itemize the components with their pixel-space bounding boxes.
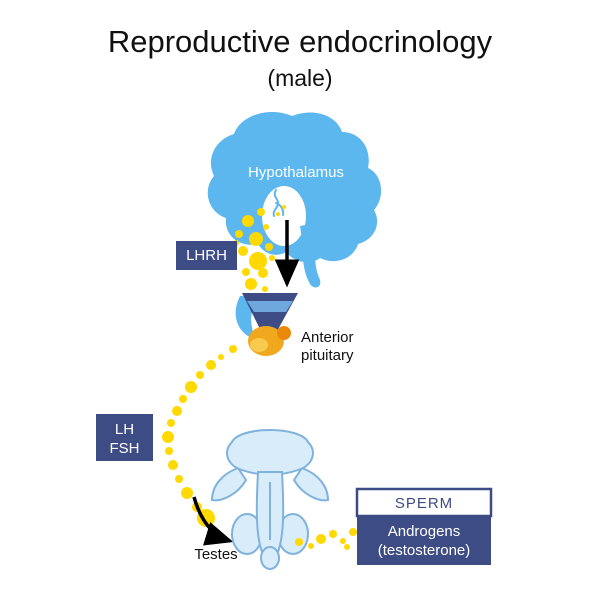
sperm-label: SPERM (395, 495, 453, 512)
lh-label: LH (115, 421, 134, 438)
pituitary-illustration: Anterior pituitary (235, 293, 354, 364)
lh-fsh-hormone-dots (162, 345, 237, 527)
brain-notch (262, 186, 306, 246)
fsh-label: FSH (110, 440, 140, 457)
male-reproductive-illustration (210, 429, 330, 570)
seminal-duct-right (292, 466, 330, 502)
hypothalamus-label: Hypothalamus (248, 164, 344, 181)
pituitary-wing-shape (235, 296, 262, 340)
hypothalamus-squiggle-icon (272, 189, 285, 217)
testes-label: Testes (194, 546, 237, 563)
posterior-pituitary-lobe (277, 326, 291, 340)
brainstem-shape (300, 224, 321, 288)
anterior-pituitary-label-line1: Anterior (301, 329, 354, 346)
lhrh-label: LHRH (186, 247, 227, 264)
lhrh-label-box: LHRH (176, 241, 237, 270)
arrow-to-testes (192, 496, 234, 546)
androgens-label-box: Androgens (testosterone) (357, 516, 491, 565)
anterior-pituitary-label-line2: pituitary (301, 347, 354, 364)
page-subtitle: (male) (267, 65, 332, 91)
androgen-hormone-dots (295, 528, 364, 550)
pituitary-highlight (250, 338, 268, 352)
androgens-label-line1: Androgens (388, 523, 461, 540)
lhrh-hormone-dots (233, 205, 286, 292)
seminal-duct-left (210, 466, 248, 502)
bladder-shape (226, 429, 314, 476)
page-title: Reproductive endocrinology (108, 24, 493, 59)
lh-fsh-label-box: LH FSH (96, 414, 153, 461)
androgens-label-line2: (testosterone) (378, 542, 471, 559)
sperm-label-box: SPERM (355, 487, 493, 518)
glans-shape (260, 546, 280, 570)
pituitary-funnel-stripe (247, 301, 293, 312)
